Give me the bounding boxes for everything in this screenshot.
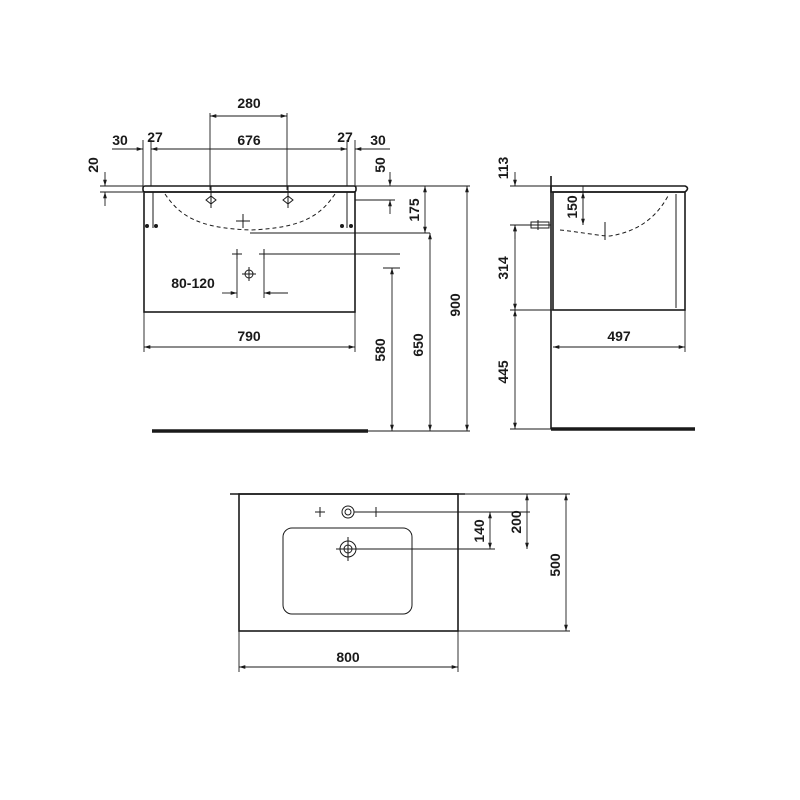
dim-500: 500 (547, 553, 563, 577)
dim-20: 20 (85, 157, 101, 173)
dim-800: 800 (336, 649, 360, 665)
front-tap-hole-right (282, 186, 294, 208)
top-basin-outline (282, 527, 413, 615)
side-basin-hidden-outline (559, 195, 669, 237)
top-tap-hole-center (341, 505, 355, 519)
side-countertop (550, 185, 689, 193)
dim-left-27: 27 (147, 129, 163, 145)
front-cabinet (143, 191, 356, 313)
dim-150: 150 (564, 195, 580, 219)
dim-200: 200 (508, 510, 524, 534)
front-fixing-dot (349, 224, 353, 228)
dim-left-30: 30 (112, 132, 128, 148)
side-view: 113 150 314 445 497 (495, 156, 695, 431)
dim-175: 175 (406, 198, 422, 222)
dim-80-120: 80-120 (171, 275, 215, 291)
top-tap-hole-left (315, 507, 325, 517)
front-tap-hole-left (205, 186, 217, 208)
front-basin-hidden-outline (164, 193, 336, 231)
dim-314: 314 (495, 256, 511, 280)
front-drain-connection (242, 267, 256, 281)
front-fixing-dot (145, 224, 149, 228)
top-view: 140 200 500 800 (230, 493, 570, 672)
dim-113: 113 (495, 156, 511, 179)
dim-497: 497 (607, 328, 631, 344)
front-countertop (142, 185, 357, 193)
dim-790: 790 (237, 328, 261, 344)
dim-50: 50 (372, 157, 388, 173)
side-cabinet (552, 191, 686, 311)
dim-445: 445 (495, 360, 511, 384)
dim-676: 676 (237, 132, 261, 148)
dim-900: 900 (447, 293, 463, 317)
dim-right-27: 27 (337, 129, 353, 145)
dim-580: 580 (372, 338, 388, 362)
dim-right-30: 30 (370, 132, 386, 148)
front-fixing-dot (340, 224, 344, 228)
dim-140: 140 (471, 519, 487, 543)
front-fixing-dot (154, 224, 158, 228)
dim-280: 280 (237, 95, 261, 111)
dim-650: 650 (410, 333, 426, 357)
front-view: 280 676 30 27 27 30 20 50 175 80-120 (85, 95, 470, 433)
